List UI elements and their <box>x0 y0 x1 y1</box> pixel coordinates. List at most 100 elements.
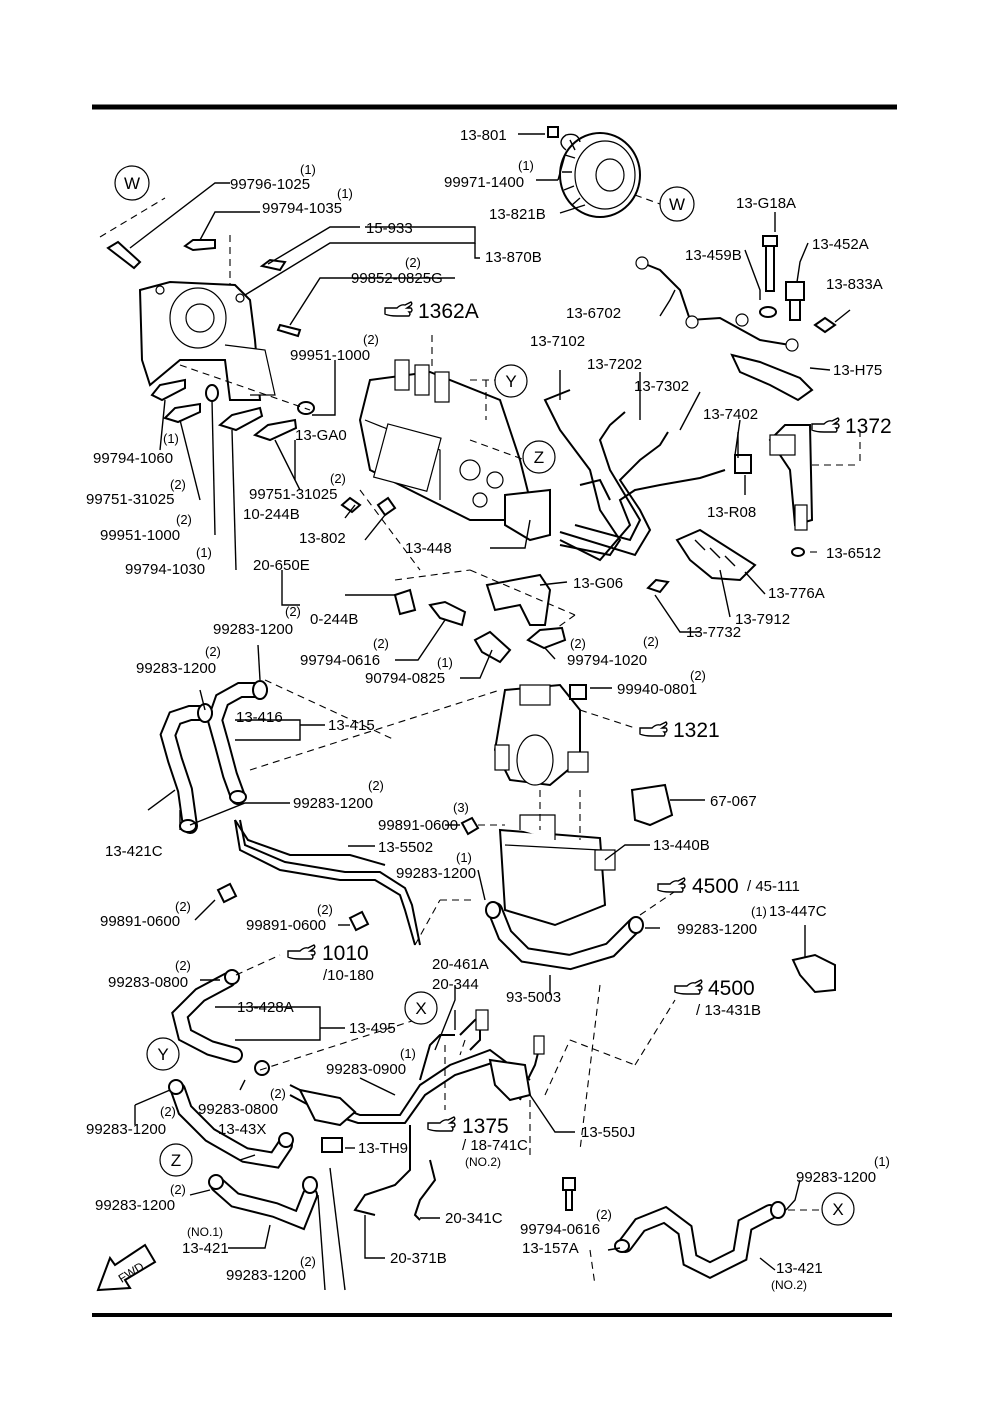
label-99794-1060: 99794-1060 <box>93 450 173 467</box>
ref-1362a: 1362A <box>384 300 479 323</box>
label-99283-0800-b: 99283-0800 <box>198 1101 278 1118</box>
hose-13-421c <box>159 705 213 834</box>
bolt-99794-0616-b <box>562 1177 576 1211</box>
qty-99794-0616-a: (2) <box>373 636 389 651</box>
ref-1010: 1010 /10-180 <box>287 942 374 984</box>
washer-13-6512 <box>791 547 805 557</box>
label-13-7202: 13-7202 <box>587 356 642 373</box>
qty-99951-1000-b: (2) <box>176 512 192 527</box>
callout-w-left: W <box>114 165 150 201</box>
qty-99283-1200-c: (2) <box>368 778 384 793</box>
ref-1010-sub: /10-180 <box>323 967 374 984</box>
label-0-244b: 0-244B <box>310 611 358 628</box>
label-99283-1200-c: 99283-1200 <box>293 795 373 812</box>
tee-13-th9 <box>321 1137 343 1153</box>
label-20-461a: 20-461A <box>432 956 489 973</box>
label-20-344: 20-344 <box>432 976 479 993</box>
gear-nut <box>547 126 559 138</box>
ref-1375-sub: / 18-741C <box>462 1137 528 1154</box>
svg-text:W: W <box>124 174 140 193</box>
ref-4500-a: 4500 / 45-111 <box>657 875 800 898</box>
label-13-447c: 13-447C <box>769 903 827 920</box>
label-99794-1035: 99794-1035 <box>262 200 342 217</box>
hose-93-5003 <box>485 901 644 971</box>
label-13-833a: 13-833A <box>826 276 883 293</box>
bolt-10-244b-b <box>393 588 417 616</box>
qty-99283-1200-h: (2) <box>300 1254 316 1269</box>
snap-ring <box>560 133 581 151</box>
qty-99796-1025: (1) <box>300 162 316 177</box>
label-99891-0600-b: 99891-0600 <box>100 913 180 930</box>
nut-99940-0801 <box>569 684 587 700</box>
label-99891-0600-a: 99891-0600 <box>378 817 458 834</box>
label-99283-1200-i: 99283-1200 <box>796 1169 876 1186</box>
qty-99852-0825g: (2) <box>405 255 421 270</box>
callout-x-lower: X <box>821 1192 855 1226</box>
note-no1: (NO.1) <box>187 1225 223 1239</box>
bracket-tee <box>298 1088 357 1127</box>
label-99283-1200-b: 99283-1200 <box>136 660 216 677</box>
label-13-416: 13-416 <box>236 709 283 726</box>
label-93-5003: 93-5003 <box>506 989 561 1006</box>
qty-99283-0900: (1) <box>400 1046 416 1061</box>
svg-text:Y: Y <box>157 1045 168 1064</box>
bolt-99794-0616 <box>428 600 467 627</box>
connector-13-447c <box>791 925 836 994</box>
clamp-bolt-13-7732 <box>646 578 670 594</box>
qty-0-244b: (2) <box>285 604 301 619</box>
label-13-43x: 13-43X <box>218 1121 266 1138</box>
label-99751-31025-a: 99751-31025 <box>86 491 174 508</box>
bolt-99751-31025-b <box>252 418 298 442</box>
ref-1372: 1372 <box>811 415 892 438</box>
label-13-421c: 13-421C <box>105 843 163 860</box>
label-13-7102: 13-7102 <box>530 333 585 350</box>
callout-z-lower: Z <box>159 1143 193 1177</box>
nut-99891-0600-c <box>348 910 370 932</box>
ref-1372-text: 1372 <box>845 415 892 438</box>
qty-99283-1200-e: (1) <box>751 904 767 919</box>
qty-99971-1400: (1) <box>518 158 534 173</box>
qty-99283-0800-b: (2) <box>270 1086 286 1101</box>
qty-99283-1200-b: (2) <box>205 644 221 659</box>
fwd-arrow <box>96 1243 157 1292</box>
label-13-421-no1: 13-421 <box>182 1240 229 1257</box>
label-90794-0825: 90794-0825 <box>365 670 445 687</box>
label-20-371b: 20-371B <box>390 1250 447 1267</box>
label-20-650e: 20-650E <box>253 557 310 574</box>
label-99971-1400: 99971-1400 <box>444 174 524 191</box>
timing-gear <box>559 132 641 218</box>
injector-fitting-13-r08 <box>734 454 752 474</box>
qty-99891-0600-c: (2) <box>317 902 333 917</box>
bolt-13-452a <box>785 281 805 321</box>
label-13-776a: 13-776A <box>768 585 825 602</box>
label-13-428a: 13-428A <box>237 999 294 1016</box>
label-13-5502: 13-5502 <box>378 839 433 856</box>
qty-99283-0800-a: (2) <box>175 958 191 973</box>
stud-threaded <box>276 323 302 338</box>
svg-text:Z: Z <box>534 448 544 467</box>
svg-text:Z: Z <box>171 1151 181 1170</box>
label-13-440b: 13-440B <box>653 837 710 854</box>
label-13-495: 13-495 <box>349 1020 396 1037</box>
nut-13-802 <box>376 496 397 517</box>
label-99951-1000-a: 99951-1000 <box>290 347 370 364</box>
union-block <box>475 1009 545 1102</box>
stud-bolt <box>259 258 287 272</box>
injection-pipes <box>543 389 726 562</box>
label-99283-0800-a: 99283-0800 <box>108 974 188 991</box>
callout-y-upper: Y <box>494 364 528 398</box>
ref-1321: 1321 <box>639 719 720 742</box>
qty-99794-1035: (1) <box>337 186 353 201</box>
bolt-upper-mid <box>183 239 216 252</box>
hose-13-495 <box>171 969 270 1076</box>
clamps-upper <box>179 680 268 833</box>
bolt-13-g18a <box>762 235 778 292</box>
qty-99951-1000-a: (2) <box>363 332 379 347</box>
label-99283-1200-a: 99283-1200 <box>213 621 293 638</box>
pipe-clamp-13-776a <box>675 528 757 582</box>
nut-13-833a <box>813 316 837 334</box>
label-13-7402: 13-7402 <box>703 406 758 423</box>
qty-13-7732: (2) <box>643 634 659 649</box>
label-13-870b: 13-870B <box>485 249 542 266</box>
bolt-upper-left <box>106 240 142 270</box>
